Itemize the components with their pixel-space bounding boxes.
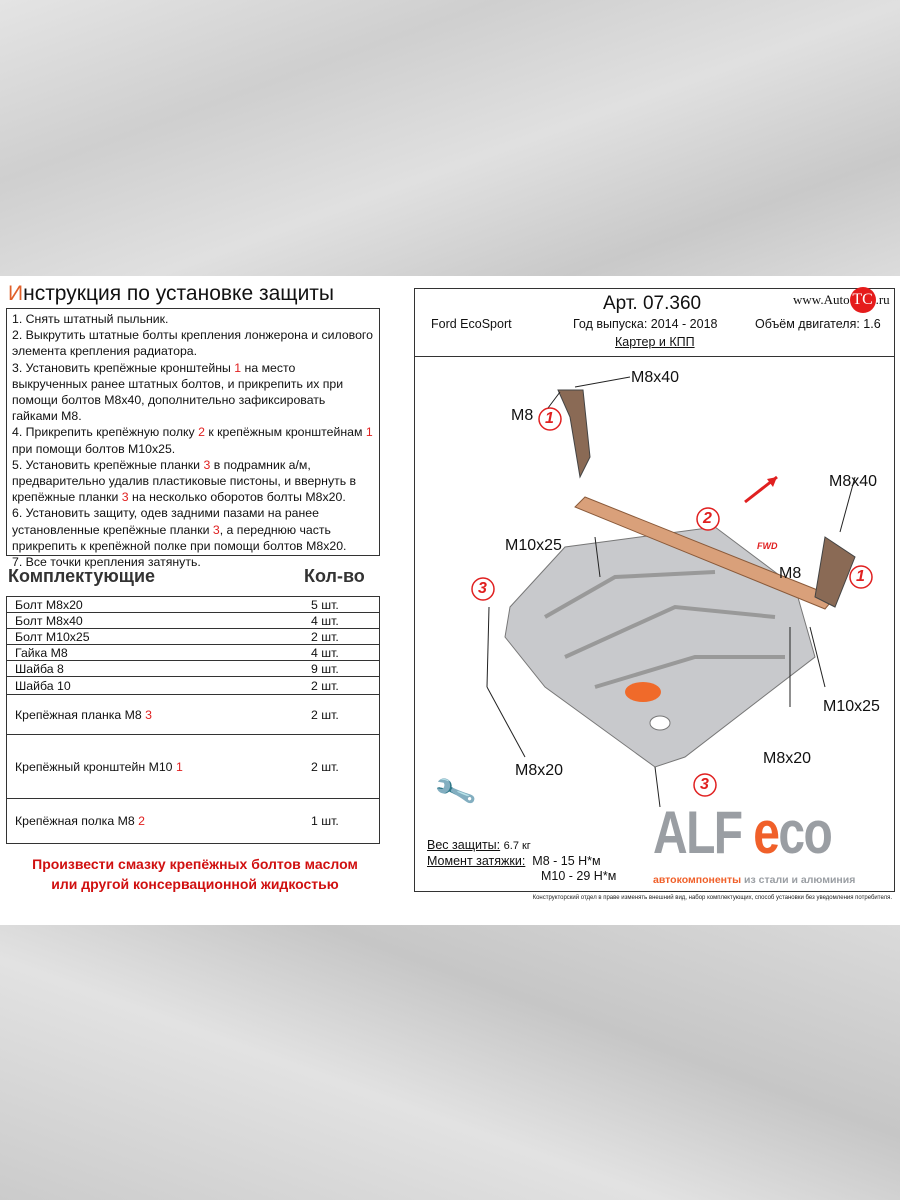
- instruction-step: 3. Установить крепёжные кронштейны 1 на …: [12, 360, 344, 424]
- qty-heading: Кол-во: [304, 566, 365, 586]
- torque-spec-m10: М10 - 29 Н*м: [541, 869, 617, 883]
- callout-1b: 1: [856, 568, 865, 585]
- label-m8x40-right: M8x40: [829, 473, 878, 490]
- torque-spec: Момент затяжки: М8 - 15 Н*м: [427, 854, 601, 868]
- model-years: Год выпуска: 2014 - 2018: [573, 317, 718, 331]
- label-m8x20: M8x20: [515, 762, 564, 779]
- instruction-step: 7. Все точки крепления затянуть.: [12, 555, 201, 570]
- mounting-diagram: [471, 376, 873, 808]
- label-m10x25: M10x25: [505, 537, 562, 554]
- instruction-step: 1. Снять штатный пыльник.: [12, 312, 169, 326]
- brand-tagline: автокомпоненты из стали и алюминия: [653, 874, 856, 886]
- part-type: Картер и КПП: [615, 335, 695, 349]
- label-m10x25-right: M10x25: [823, 698, 880, 715]
- instructions-list: 1. Снять штатный пыльник. 2. Выкрутить шт…: [6, 308, 380, 569]
- bracket-right: [814, 536, 856, 608]
- callout-3: 3: [478, 580, 487, 597]
- label-fwd: FWD: [757, 541, 778, 551]
- brand-logo: ALF eco: [653, 799, 833, 866]
- article-number: Арт. 07.360: [603, 293, 702, 314]
- car-model: Ford EcoSport: [431, 317, 512, 331]
- instruction-step: 6. Установить защиту, одев задними пазам…: [12, 506, 347, 553]
- background-bottom: [0, 925, 900, 1200]
- instruction-step: 2. Выкрутить штатные болты крепления лон…: [12, 328, 373, 359]
- background-top: [0, 0, 900, 276]
- parts-heading: Комплектующие: [8, 566, 156, 586]
- callout-2: 2: [703, 510, 712, 527]
- skid-plate: [504, 526, 816, 768]
- instruction-sheet: Инструкция по установке защиты 1. Снять …: [0, 276, 900, 925]
- bracket-left: [557, 389, 591, 479]
- instruction-step: 5. Установить крепёжные планки 3 в подра…: [12, 457, 357, 505]
- drain-hole: [625, 682, 661, 702]
- disclaimer: Конструкторский отдел в праве изменять в…: [532, 895, 892, 901]
- diagram-header: Арт. 07.360 Ford EcoSport Год выпуска: 2…: [415, 287, 894, 357]
- weight-spec: Вес защиты: 6.7 кг: [427, 838, 531, 852]
- instruction-step: 4. Прикрепить крепёжную полку 2 к крепёж…: [12, 425, 373, 456]
- diagram-frame: Арт. 07.360 Ford EcoSport Год выпуска: 2…: [414, 287, 895, 892]
- label-m8: M8: [511, 407, 534, 424]
- engine-volume: Объём двигателя: 1.6: [755, 317, 881, 331]
- page-title: Инструкция по установке защиты: [8, 282, 335, 305]
- callout-1: 1: [545, 410, 554, 427]
- callout-3b: 3: [700, 776, 709, 793]
- label-m8-right: M8: [779, 565, 802, 582]
- label-m8x40: M8x40: [631, 369, 680, 386]
- label-m8x20-right: M8x20: [763, 750, 812, 767]
- lubrication-note: Произвести смазку крепёжных болтов масло…: [32, 856, 358, 892]
